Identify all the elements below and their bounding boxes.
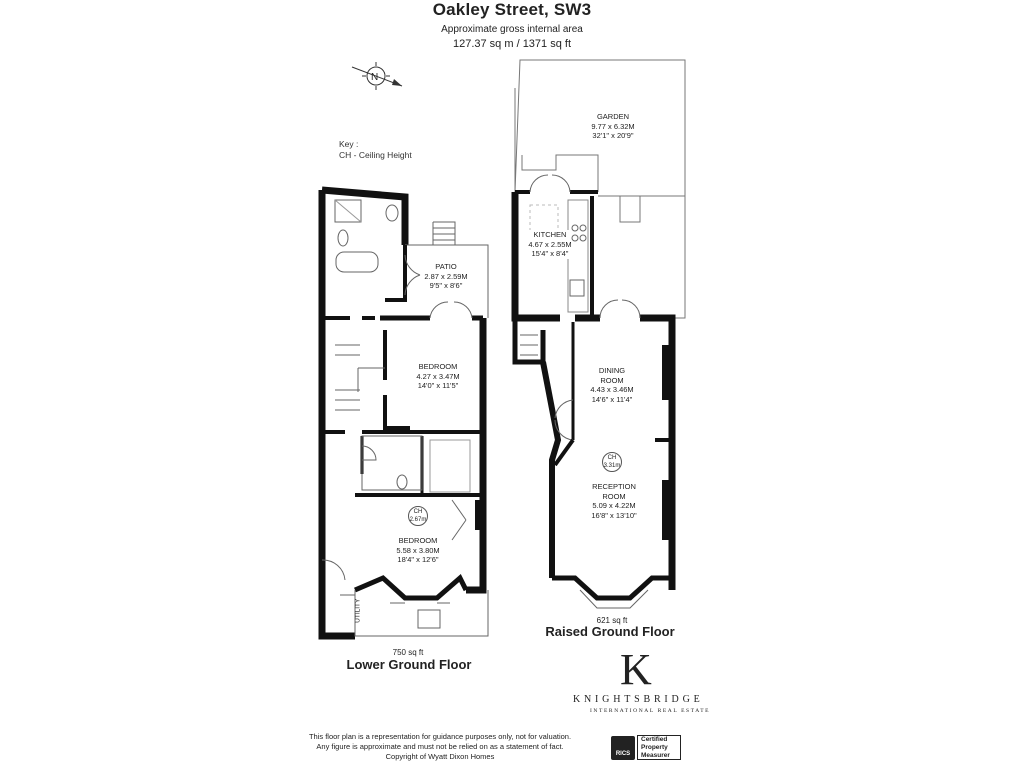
certified-measurer-badge: Certified Property Measurer	[637, 735, 681, 760]
cert-line-3: Measurer	[641, 752, 670, 759]
key-heading: Key :	[339, 139, 359, 149]
disclaimer: This floor plan is a representation for …	[300, 732, 580, 762]
ceiling-value-raised: 3.31m	[603, 463, 621, 469]
dining-imperial: 14'6" x 11'4"	[591, 394, 633, 404]
logo-letter: K	[620, 646, 652, 688]
bedroom1-imperial: 14'0" x 11'5"	[417, 381, 459, 390]
disclaimer-line-3: Copyright of Wyatt Dixon Homes	[385, 752, 495, 761]
room-label-utility: UTILITY	[354, 598, 362, 623]
cert-line-2: Property	[641, 744, 668, 751]
dining-name2: ROOM	[600, 375, 624, 385]
garden-imperial: 32'1" x 20'9"	[592, 131, 634, 140]
reception-metric: 5.09 x 4.22M	[592, 501, 636, 510]
kitchen-name: KITCHEN	[533, 230, 567, 239]
raised-ground-area: 621 sq ft	[596, 616, 628, 625]
plan-total-area: 127.37 sq m / 1371 sq ft	[452, 38, 572, 50]
room-label-bedroom-1: BEDROOM 4.27 x 3.47M 14'0" x 11'5"	[416, 362, 459, 391]
patio-metric: 2.87 x 2.59M	[424, 271, 468, 281]
lower-ground-floor-plan	[318, 186, 489, 640]
bedroom2-name: BEDROOM	[398, 536, 438, 545]
room-label-bedroom-2: BEDROOM 5.58 x 3.80M 18'4" x 12'6"	[396, 536, 439, 565]
reception-name: RECEPTION	[592, 482, 636, 491]
key-item: CH - Ceiling Height	[339, 150, 412, 160]
disclaimer-line-1: This floor plan is a representation for …	[308, 732, 572, 741]
bedroom2-imperial: 18'4" x 12'6"	[397, 555, 439, 564]
bedroom1-metric: 4.27 x 3.47M	[416, 371, 460, 381]
cert-line-1: Certified	[641, 736, 668, 743]
bedroom1-name: BEDROOM	[418, 362, 458, 371]
bedroom2-metric: 5.58 x 3.80M	[396, 545, 440, 555]
raised-ground-floor-name: Raised Ground Floor	[545, 624, 675, 639]
room-label-dining: DINING ROOM 4.43 x 3.46M 14'6" x 11'4"	[590, 366, 633, 404]
patio-imperial: 9'5" x 8'6"	[429, 281, 463, 290]
kitchen-metric: 4.67 x 2.55M	[528, 239, 572, 249]
brand-name: KNIGHTSBRIDGE	[573, 694, 704, 705]
ceiling-height-raised: CH 3.31m	[602, 452, 622, 472]
reception-name2: ROOM	[602, 491, 626, 501]
compass-icon: N	[351, 62, 403, 90]
lower-ground-area: 750 sq ft	[392, 648, 424, 657]
compass-letter: N	[371, 72, 378, 83]
kitchen-imperial: 15'4" x 8'4"	[531, 249, 569, 258]
plan-subtitle: Approximate gross internal area	[441, 24, 583, 35]
brand-tagline: INTERNATIONAL REAL ESTATE	[590, 708, 711, 714]
room-label-reception: RECEPTION ROOM 5.09 x 4.22M 16'8" x 13'1…	[591, 482, 636, 520]
ceiling-value-lower: 2.67m	[409, 517, 427, 523]
room-label-garden: GARDEN 9.77 x 6.32M 32'1" x 20'9"	[591, 112, 634, 141]
patio-name: PATIO	[435, 262, 457, 271]
garden-metric: 9.77 x 6.32M	[591, 121, 635, 131]
ceiling-label-raised: CH	[607, 455, 617, 461]
rics-logo-icon: RICS	[611, 736, 635, 760]
ceiling-label-lower: CH	[413, 509, 423, 515]
disclaimer-line-2: Any figure is approximate and must not b…	[316, 742, 564, 751]
dining-metric: 4.43 x 3.46M	[590, 385, 634, 394]
lower-ground-floor-name: Lower Ground Floor	[346, 657, 472, 672]
reception-imperial: 16'8" x 13'10"	[591, 510, 637, 520]
garden-name: GARDEN	[596, 112, 630, 121]
room-label-kitchen: KITCHEN 4.67 x 2.55M 15'4" x 8'4"	[528, 230, 572, 259]
raised-ground-floor-plan	[511, 59, 686, 609]
dining-name: DINING	[598, 366, 626, 375]
plan-title: Oakley Street, SW3	[432, 0, 592, 19]
knightsbridge-logo-icon: K	[620, 646, 652, 688]
room-label-patio: PATIO 2.87 x 2.59M 9'5" x 8'6"	[424, 262, 467, 291]
ceiling-height-lower: CH 2.67m	[408, 506, 428, 526]
